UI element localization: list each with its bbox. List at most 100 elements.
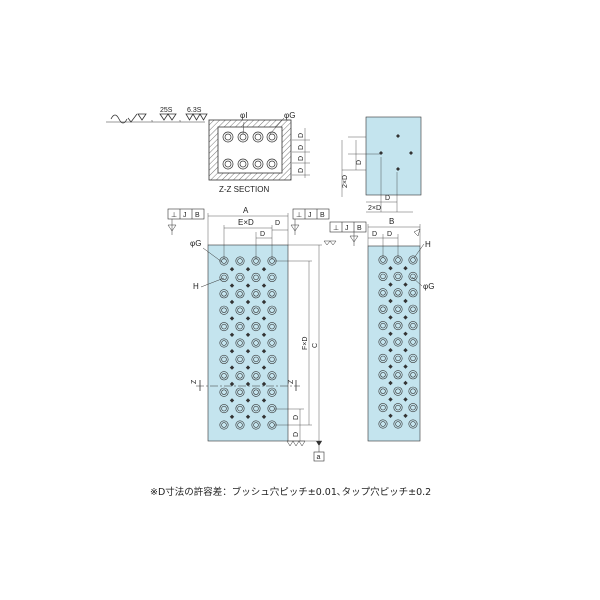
footnote-tolerance: ※D寸法の許容差：ブッシュ穴ピッチ±0.01､タップ穴ピッチ±0.2 xyxy=(150,487,432,498)
section-title: Z-Z SECTION xyxy=(219,185,269,194)
bushing-hole xyxy=(378,321,388,331)
svg-text:B: B xyxy=(195,212,200,219)
bushing-hole xyxy=(378,403,388,413)
tap-hole xyxy=(388,380,393,386)
tap-hole xyxy=(261,316,267,321)
tap-hole xyxy=(245,283,251,288)
bushing-hole xyxy=(393,386,403,396)
bushing-hole xyxy=(251,420,261,430)
section-dim-d-3: D xyxy=(298,156,305,161)
bushing-hole xyxy=(251,404,261,414)
bushing-hole xyxy=(408,271,418,281)
bushing-hole xyxy=(267,387,277,397)
front-dim-d2: D xyxy=(275,220,280,227)
bushing-hole xyxy=(393,419,403,429)
bushing-hole xyxy=(393,370,403,380)
detail-dim-d-vertical: D xyxy=(356,160,363,165)
bushing-hole xyxy=(393,353,403,363)
tap-hole xyxy=(388,413,393,418)
bushing-hole xyxy=(393,337,403,347)
front-dim-d1: D xyxy=(260,231,265,238)
bushing-hole xyxy=(251,272,261,282)
detail-dim-d-bottom: D xyxy=(385,195,390,202)
tap-hole xyxy=(245,332,251,337)
tap-hole xyxy=(388,298,393,304)
bushing-hole xyxy=(408,386,418,396)
svg-text:J: J xyxy=(308,212,312,219)
front-dim-exd: E×D xyxy=(238,218,254,227)
tap-hole xyxy=(388,282,393,287)
bushing-hole xyxy=(219,404,229,414)
bushing-hole xyxy=(267,272,277,282)
tap-hole xyxy=(229,267,235,272)
bushing-hole xyxy=(408,419,418,429)
bushing-hole xyxy=(378,419,388,429)
tap-hole xyxy=(403,380,408,386)
bushing-hole xyxy=(408,321,418,331)
tap-hole xyxy=(229,299,235,305)
section-bushing xyxy=(237,158,249,170)
bushing-hole xyxy=(219,338,229,348)
section-dim-d-2: D xyxy=(298,145,305,150)
bushing-hole xyxy=(393,321,403,331)
front-view: ⊥ J B ⊥ J B A E×D D D xyxy=(167,206,337,462)
bushing-hole xyxy=(267,354,277,364)
bushing-hole xyxy=(235,354,245,364)
bushing-hole xyxy=(219,305,229,315)
tap-hole xyxy=(403,282,408,287)
tap-hole xyxy=(245,365,251,370)
tap-hole xyxy=(403,266,408,271)
section-phi-i-label: φI xyxy=(240,111,247,120)
bushing-hole xyxy=(219,387,229,397)
section-view: D D D D φI φG Z-Z SECTION xyxy=(208,111,310,194)
tap-hole xyxy=(261,283,267,288)
bushing-hole xyxy=(378,370,388,380)
bushing-hole xyxy=(408,403,418,413)
front-h-label: H xyxy=(193,282,199,291)
svg-text:,: , xyxy=(151,116,153,123)
bushing-hole xyxy=(408,370,418,380)
front-section-mark-right: Z xyxy=(288,379,295,384)
detail-view: 2×D D D 2×D xyxy=(341,116,422,213)
tap-hole xyxy=(229,365,235,370)
bushing-hole xyxy=(267,289,277,299)
bushing-hole xyxy=(393,304,403,314)
side-dim-b: B xyxy=(389,217,394,226)
bushing-hole xyxy=(393,403,403,413)
tap-hole xyxy=(261,381,267,387)
surface-finish-group: , 25S , 6.3S xyxy=(106,107,208,124)
section-bushing xyxy=(222,131,234,143)
svg-text:B: B xyxy=(320,212,325,219)
bushing-hole xyxy=(235,371,245,381)
front-section-mark-left: Z xyxy=(191,379,198,384)
tap-hole xyxy=(261,299,267,305)
tap-hole xyxy=(229,414,235,419)
bushing-hole xyxy=(219,371,229,381)
tap-hole xyxy=(388,315,393,320)
tap-hole xyxy=(229,381,235,387)
bushing-hole xyxy=(235,387,245,397)
bushing-hole xyxy=(251,289,261,299)
tap-hole xyxy=(403,397,408,402)
svg-text:⊥: ⊥ xyxy=(333,225,339,232)
front-phi-g-label: φG xyxy=(190,239,201,248)
bushing-hole xyxy=(408,304,418,314)
bushing-hole xyxy=(219,354,229,364)
bushing-hole xyxy=(251,387,261,397)
tap-hole xyxy=(229,332,235,337)
bushing-hole xyxy=(251,338,261,348)
front-dim-d-lower2: D xyxy=(293,432,300,437)
tap-hole xyxy=(229,316,235,321)
finish-6.3s-label: 6.3S xyxy=(187,107,202,114)
finish-25s-label: 25S xyxy=(160,107,173,114)
tap-hole xyxy=(403,315,408,320)
bushing-hole xyxy=(408,353,418,363)
front-dim-c: C xyxy=(312,343,319,348)
bushing-hole xyxy=(378,271,388,281)
bushing-hole xyxy=(267,338,277,348)
tap-hole xyxy=(245,267,251,272)
svg-text:J: J xyxy=(345,225,349,232)
tap-hole xyxy=(261,349,267,354)
front-dim-a: A xyxy=(243,206,249,215)
front-datum-a: a xyxy=(317,454,321,461)
